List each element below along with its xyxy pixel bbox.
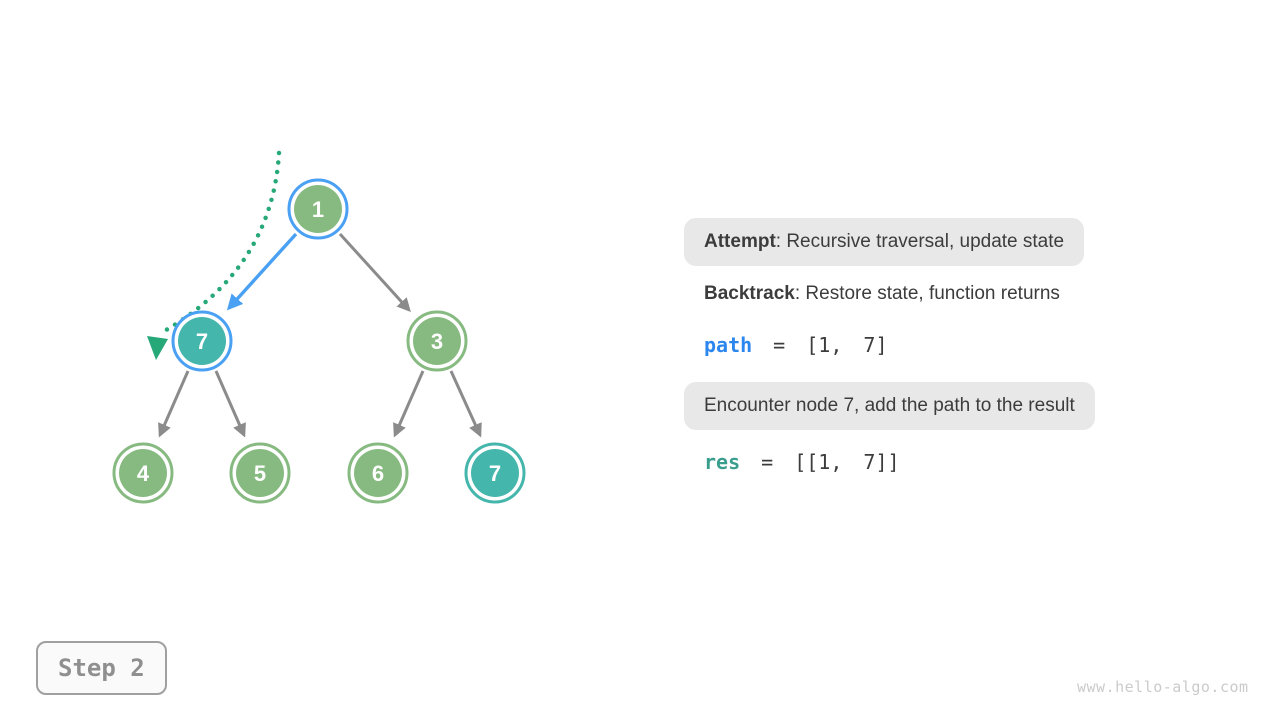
tree-node-7-left: 7 xyxy=(171,310,233,372)
edge-3-7 xyxy=(449,370,482,438)
encounter-description: Encounter node 7, add the path to the re… xyxy=(704,395,1075,416)
encounter-note: Encounter node 7, add the path to the re… xyxy=(684,382,1095,430)
edge-1-7 xyxy=(226,232,298,311)
res-variable: res xyxy=(704,450,741,474)
step-label: Step 2 xyxy=(58,654,145,682)
tree-node-5: 5 xyxy=(229,442,291,504)
svg-text:7: 7 xyxy=(196,329,208,354)
backtrack-arrowhead-icon xyxy=(147,336,168,360)
backtrack-term: Backtrack xyxy=(704,283,795,304)
step-badge: Step 2 xyxy=(36,641,167,695)
tree-node-6: 6 xyxy=(347,442,409,504)
attempt-description: : Recursive traversal, update state xyxy=(775,231,1065,252)
edge-7-4 xyxy=(158,370,190,438)
svg-text:1: 1 xyxy=(312,197,324,222)
svg-text:6: 6 xyxy=(372,461,384,486)
path-state-line: path = [1, 7] xyxy=(704,332,888,358)
edge-7-5 xyxy=(214,370,246,438)
svg-text:3: 3 xyxy=(431,329,443,354)
backtrack-note: Backtrack: Restore state, function retur… xyxy=(704,282,1060,306)
attempt-term: Attempt xyxy=(704,231,776,252)
tree-node-1: 1 xyxy=(287,178,349,240)
backtrack-description: : Restore state, function returns xyxy=(794,283,1060,304)
edge-1-3 xyxy=(338,232,411,313)
backtrack-dotted-arrow xyxy=(158,150,282,336)
path-value: = [1, 7] xyxy=(773,333,888,357)
attempt-note: Attempt: Recursive traversal, update sta… xyxy=(684,218,1085,266)
res-state-line: res = [[1, 7]] xyxy=(704,449,900,475)
svg-text:7: 7 xyxy=(489,461,501,486)
path-variable: path xyxy=(704,333,753,357)
svg-text:5: 5 xyxy=(254,461,266,486)
svg-text:4: 4 xyxy=(137,461,150,486)
edge-3-6 xyxy=(393,370,425,438)
res-value: = [[1, 7]] xyxy=(761,450,900,474)
tree-node-3: 3 xyxy=(406,310,468,372)
tree-node-7-right: 7 xyxy=(464,442,526,504)
tree-node-4: 4 xyxy=(112,442,174,504)
watermark: www.hello-algo.com xyxy=(1077,678,1249,696)
